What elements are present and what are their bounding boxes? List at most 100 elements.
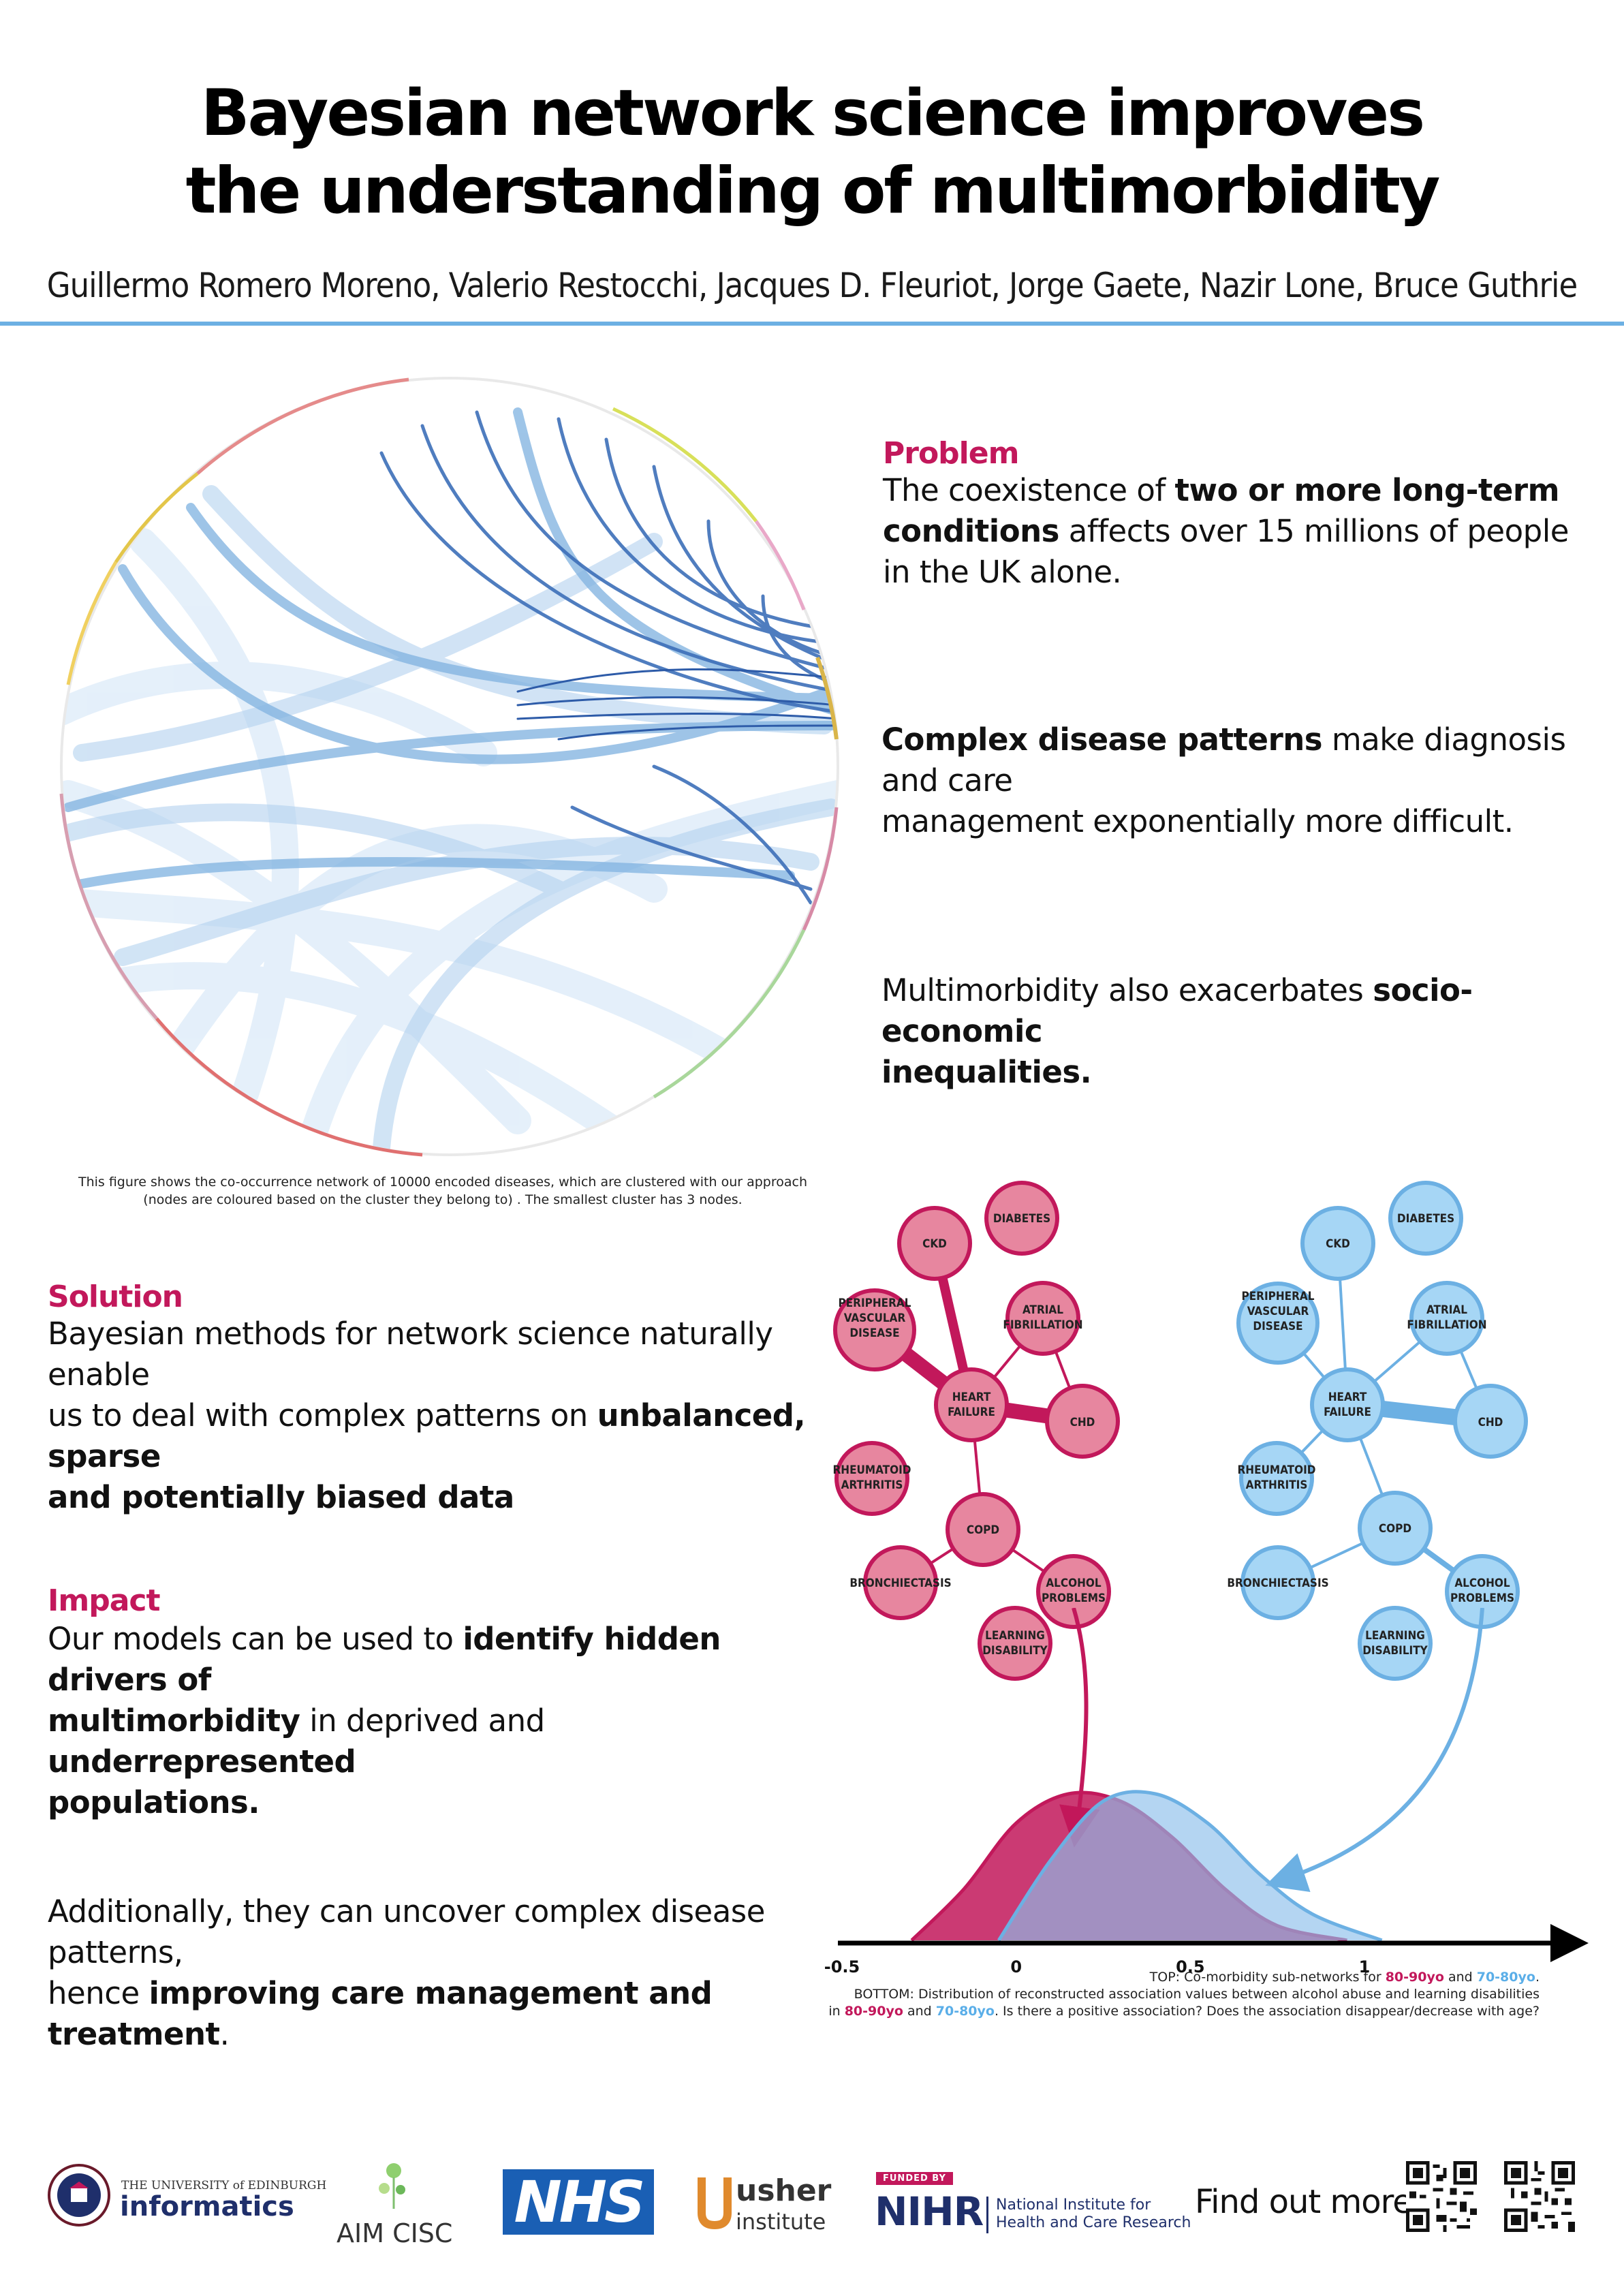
node-label: PROBLEMS (1450, 1592, 1514, 1605)
impact-paragraph: Our models can be used to identify hidde… (48, 1619, 831, 1823)
subnetwork-diagrams: DIABETES CKD PERIPHERAL VASCULAR DISEASE… (832, 1181, 1528, 1681)
x-tick-label: 0.5 (1176, 1957, 1205, 1976)
node-label: FAILURE (948, 1406, 995, 1419)
text-bold: improving care management and treatment (48, 1975, 713, 2052)
footer-logos: THE UNIVERSITY of EDINBURGH informatics … (0, 2146, 1624, 2269)
uoe-small-text: THE UNIVERSITY of EDINBURGH (121, 2179, 327, 2192)
association-distribution-chart: -0.5 0 0.5 1 (824, 1608, 1589, 1976)
nhs-logo: NHS (503, 2169, 654, 2235)
text: in the UK alone. (883, 554, 1122, 590)
problem-paragraph-1: The coexistence of two or more long-term… (883, 470, 1591, 593)
text: affects over 15 millions of people (1059, 513, 1570, 549)
node-label: LEARNING (1365, 1629, 1425, 1643)
text: us to deal with complex patterns on (48, 1397, 597, 1433)
node-label: PERIPHERAL (1242, 1290, 1315, 1303)
text: Multimorbidity also exacerbates (881, 972, 1373, 1008)
university-crest-logo (48, 2164, 110, 2227)
text: and (903, 2004, 936, 2019)
node-label: DIABETES (993, 1212, 1050, 1226)
node-label: PROBLEMS (1042, 1592, 1106, 1605)
node-label: FIBRILLATION (1407, 1318, 1486, 1332)
text: Our models can be used to (48, 1621, 463, 1657)
node-label: LEARNING (985, 1629, 1045, 1643)
text-bold: inequalities. (881, 1054, 1092, 1090)
figure-legend: TOP: Co-morbidity sub-networks for 80-90… (790, 1969, 1540, 2020)
text-bold: identify hidden drivers of (48, 1621, 721, 1698)
text: hence (48, 1975, 149, 2011)
node-label: ARTHRITIS (841, 1478, 903, 1492)
node-label: DIABETES (1397, 1212, 1454, 1226)
nihr-logo: NIHR (875, 2188, 984, 2235)
informatics-logo-text: informatics (120, 2191, 294, 2222)
nihr-divider (986, 2197, 988, 2233)
text-bold: populations. (48, 1784, 260, 1820)
find-out-more-label: Find out more (1195, 2183, 1413, 2221)
text: and (1443, 1970, 1477, 1985)
x-tick-label: 1 (1359, 1957, 1371, 1976)
subnetwork-80-90yo: DIABETES CKD PERIPHERAL VASCULAR DISEASE… (832, 1181, 1120, 1681)
text: management exponentially more difficult. (881, 803, 1514, 839)
problem-paragraph-3: Multimorbidity also exacerbates socio-ec… (881, 970, 1604, 1093)
label-80-90yo: 80-90yo (1385, 1970, 1444, 1985)
label-80-90yo: 80-90yo (844, 2004, 903, 2019)
text-bold: unbalanced, sparse (48, 1397, 806, 1474)
node-label: VASCULAR (1247, 1305, 1309, 1318)
caption-line-1: This figure shows the co-occurrence netw… (78, 1175, 808, 1190)
label-70-80yo: 70-80yo (1476, 1970, 1535, 1985)
node-label: CHD (1070, 1416, 1095, 1429)
x-tick-label: 0 (1010, 1957, 1022, 1976)
node-label: DISABILITY (982, 1644, 1048, 1658)
network-figure-caption: This figure shows the co-occurrence netw… (27, 1173, 858, 1209)
text-bold: conditions (883, 513, 1059, 549)
node-label: CKD (1326, 1237, 1350, 1251)
additionally-paragraph: Additionally, they can uncover complex d… (48, 1891, 831, 2055)
header-divider (0, 322, 1624, 326)
node-label: HEART (952, 1391, 991, 1404)
node-label: CHD (1478, 1416, 1503, 1429)
problem-heading: Problem (883, 436, 1019, 471)
text: make diagnosis and care (881, 722, 1566, 798)
qr-code-icon-1[interactable] (1406, 2161, 1477, 2232)
node-label: FAILURE (1324, 1406, 1371, 1419)
node-label: DISABILITY (1362, 1644, 1428, 1658)
node-label: RHEUMATOID (832, 1463, 911, 1477)
text: TOP: Co-morbidity sub-networks for (1149, 1970, 1386, 1985)
co-occurrence-network-figure (59, 377, 839, 1157)
x-tick-label: -0.5 (824, 1957, 860, 1976)
chart-marks (910, 1790, 1383, 1942)
authors: Guillermo Romero Moreno, Valerio Restocc… (46, 266, 1578, 305)
text-bold: and potentially biased data (48, 1479, 514, 1515)
node-label: ALCOHOL (1046, 1577, 1102, 1590)
node-label: BRONCHIECTASIS (1227, 1577, 1328, 1590)
density-area-70-80yo (999, 1791, 1382, 1940)
impact-heading: Impact (48, 1583, 161, 1618)
solution-heading: Solution (48, 1279, 183, 1314)
label-70-80yo: 70-80yo (935, 2004, 995, 2019)
title-line-2: the understanding of multimorbidity (185, 154, 1441, 228)
density-line-70-80yo (997, 1790, 1383, 1942)
caption-line-2: (nodes are coloured based on the cluster… (143, 1192, 743, 1207)
node-label: ARTHRITIS (1246, 1478, 1308, 1492)
text: BOTTOM: Distribution of reconstructed as… (854, 1987, 1540, 2002)
node-label: COPD (967, 1523, 999, 1537)
node-label: DISEASE (1253, 1320, 1302, 1333)
node-label: ALCOHOL (1454, 1577, 1510, 1590)
usher-logo-text-2: institute (736, 2209, 826, 2235)
node-label: COPD (1379, 1522, 1411, 1536)
title-line-1: Bayesian network science improves (200, 76, 1425, 151)
text-bold: multimorbidity (48, 1703, 300, 1739)
text-bold: two or more long-term (1174, 472, 1560, 508)
nihr-funded-by: FUNDED BY (876, 2172, 953, 2185)
text: . Is there a positive association? Does … (994, 2004, 1540, 2019)
usher-logo-icon (698, 2177, 732, 2229)
solution-paragraph: Bayesian methods for network science nat… (48, 1314, 831, 1518)
text: in deprived and (300, 1703, 545, 1739)
text: Bayesian methods for network science nat… (48, 1316, 773, 1393)
aim-cisc-logo-icon (379, 2163, 405, 2209)
node-label: ATRIAL (1022, 1303, 1063, 1317)
node-label: ATRIAL (1426, 1303, 1467, 1317)
qr-code-icon-2[interactable] (1504, 2161, 1575, 2232)
node-label: VASCULAR (844, 1312, 906, 1325)
node-label: RHEUMATOID (1237, 1463, 1315, 1477)
arrow-70-80yo (1265, 1608, 1484, 1893)
